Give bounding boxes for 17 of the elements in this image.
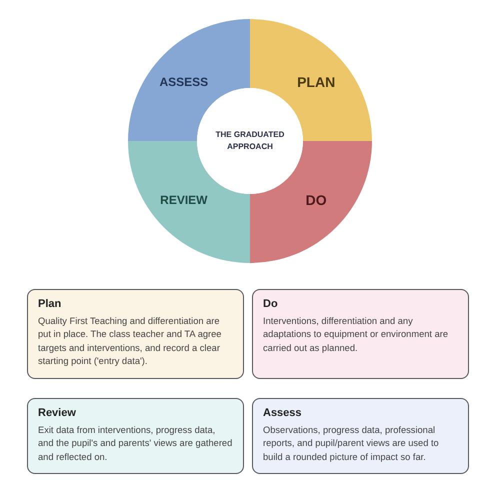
card-heading: Assess bbox=[263, 407, 303, 419]
card-heading: Do bbox=[263, 298, 279, 310]
segment-label: REVIEW bbox=[160, 192, 208, 207]
info-card bbox=[27, 289, 244, 379]
card-heading: Plan bbox=[38, 298, 62, 310]
segment-label: DO bbox=[306, 192, 327, 208]
card-heading: Review bbox=[38, 407, 77, 419]
center-label: THE GRADUATED APPROACH bbox=[214, 129, 286, 153]
card-text: Quality First Teaching and differentiation are put in place. The class teacher and TA agree targets and interventions, and record a clear starting point ('entry data'). bbox=[38, 315, 222, 368]
segment-label: PLAN bbox=[297, 74, 336, 90]
segment-label: ASSESS bbox=[160, 75, 208, 90]
info-card bbox=[27, 398, 244, 474]
info-card bbox=[252, 398, 469, 474]
info-card bbox=[252, 289, 469, 379]
card-text: Interventions, differentiation and any adaptations to equipment or environment are carried out as planned. bbox=[263, 315, 450, 355]
card-text: Observations, progress data, professional reports, and pupil/parent views are used to build a rounded picture of impact so far. bbox=[263, 424, 440, 464]
card-text: Exit data from interventions, progress data, and the pupil's and parents' views are gathered and reflected on. bbox=[38, 424, 233, 464]
